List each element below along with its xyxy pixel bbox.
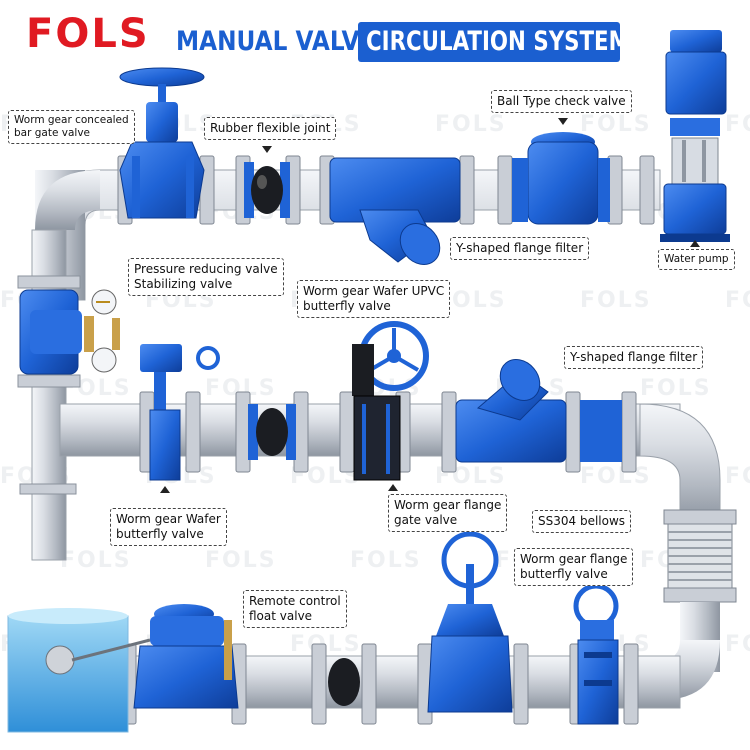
pointer-arrow [262,146,272,153]
label-y-filter-top: Y-shaped flange filter [450,237,590,260]
pointer-arrow [160,486,170,493]
watermark-text: FOLS [725,632,750,657]
label-ball-check-valve: Ball Type check valve [491,90,632,113]
rubber-joint-bottom [328,658,360,706]
label-pressure-reducing-valve: Pressure reducing valve Stabilizing valv… [128,258,284,296]
watermark-text: FOLS [580,288,652,313]
concealed-gate-valve [119,67,205,219]
wafer-upvc-butterfly-valve [352,321,429,481]
pointer-arrow [388,484,398,491]
title-circulation-system: CIRCULATION SYSTEM [366,26,630,57]
flange-gate-valve [427,531,513,713]
label-y-filter-middle: Y-shaped flange filter [564,346,704,369]
rubber-joint-middle [248,404,296,460]
title-highlight-box [358,22,620,62]
watermark-text: FOLS [205,548,277,573]
title-manual-valve: MANUAL VALVE [176,26,376,57]
label-concealed-gate-valve: Worm gear concealed bar gate valve [8,110,135,144]
label-ss304-bellows: SS304 bellows [532,510,632,533]
ball-check-valve [512,132,610,225]
watermark-text: FOLS [640,376,712,401]
label-rubber-flexible-joint: Rubber flexible joint [204,117,337,140]
y-filter-middle [455,359,622,463]
water-pump [660,30,730,242]
label-flange-butterfly-valve: Worm gear flange butterfly valve [514,548,634,586]
brand-logo: FOLS [26,11,150,57]
pressure-reducing-valve [19,289,120,375]
remote-float-valve [133,604,239,709]
y-filter-top [329,157,461,265]
watermark-text: FOLS [725,464,750,489]
pointer-arrow [558,118,568,125]
watermark-text: FOLS [435,112,507,137]
water-tank [7,608,151,733]
label-wafer-upvc-butterfly-valve: Worm gear Wafer UPVC butterfly valve [297,280,451,318]
watermark-text: FOLS [580,112,652,137]
watermark-text: FOLS [580,464,652,489]
watermark-text: FOLS [725,288,750,313]
wafer-butterfly-valve [140,344,220,481]
flange-butterfly-valve [573,583,619,725]
watermark-text: FOLS [725,112,750,137]
label-wafer-butterfly-valve: Worm gear Wafer butterfly valve [110,508,227,546]
watermark-text: FOLS [350,548,422,573]
watermark-text: FOLS [60,548,132,573]
label-flange-gate-valve: Worm gear flange gate valve [388,494,508,532]
label-water-pump: Water pump [658,249,735,270]
pointer-arrow [690,240,700,247]
rubber-joint-top [244,162,290,218]
label-remote-float-valve: Remote control float valve [243,590,347,628]
